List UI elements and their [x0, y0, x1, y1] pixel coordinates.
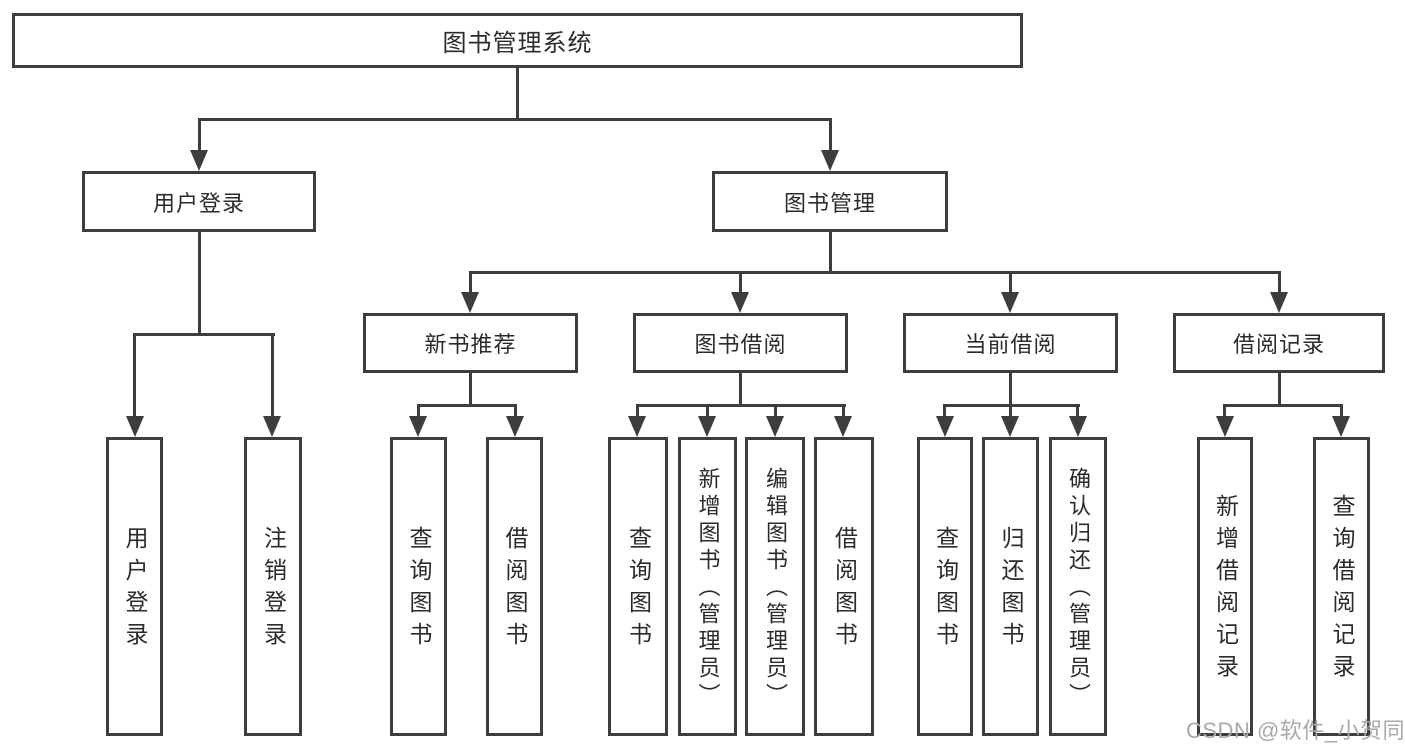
arrow-down-icon: [506, 416, 524, 437]
arrow-down-icon: [1069, 416, 1087, 437]
node-borrow-books-recommend: 借阅图书: [486, 437, 543, 736]
arrow-down-icon: [766, 416, 784, 437]
arrow-down-icon: [1001, 292, 1019, 313]
node-root: 图书管理系统: [12, 13, 1023, 68]
watermark-text: CSDN @软件_小贺同学: [1186, 718, 1405, 743]
connector-root-stem: [516, 68, 519, 120]
node-book-management: 图书管理: [712, 171, 948, 232]
node-user-login: 用户登录: [82, 171, 316, 232]
arrow-down-icon: [1270, 292, 1288, 313]
connector-arrow-stem: [514, 404, 517, 418]
arrow-down-icon: [834, 416, 852, 437]
node-logout-leaf: 注销登录: [244, 437, 302, 736]
connector-arrow-stem: [1223, 404, 1226, 418]
connector-arrow-stem: [739, 271, 742, 294]
arrow-down-icon: [628, 416, 646, 437]
connector-arrow-stem: [829, 118, 832, 152]
connector-arrow-stem: [271, 333, 274, 418]
node-current-borrow: 当前借阅: [903, 313, 1118, 373]
arrow-down-icon: [731, 292, 749, 313]
connector-records-branch: [1223, 404, 1343, 407]
node-borrow-books-leaf: 借阅图书: [814, 437, 874, 736]
arrow-down-icon: [821, 150, 839, 171]
connector-records-stem: [1278, 373, 1281, 406]
connector-arrow-stem: [469, 271, 472, 294]
connector-borrow-branch: [636, 404, 846, 407]
connector-recommend-stem: [469, 373, 472, 406]
connector-arrow-stem: [133, 333, 136, 418]
connector-arrow-stem: [842, 404, 845, 418]
connector-arrow-stem: [636, 404, 639, 418]
connector-arrow-stem: [1278, 271, 1281, 294]
arrow-down-icon: [190, 150, 208, 171]
arrow-down-icon: [936, 416, 954, 437]
connector-user-login-branch: [133, 333, 275, 336]
connector-arrow-stem: [198, 118, 201, 152]
connector-arrow-stem: [1009, 271, 1012, 294]
connector-book-mgmt-stem: [829, 231, 832, 273]
node-user-login-leaf: 用户登录: [106, 437, 163, 736]
arrow-down-icon: [698, 416, 716, 437]
arrow-down-icon: [126, 416, 144, 437]
arrow-down-icon: [263, 416, 281, 437]
connector-arrow-stem: [774, 404, 777, 418]
node-new-book-recommend: 新书推荐: [363, 313, 578, 373]
node-query-books-borrow: 查询图书: [608, 437, 668, 736]
node-return-books: 归还图书: [982, 437, 1039, 736]
arrow-down-icon: [1001, 416, 1019, 437]
node-edit-books-admin: 编辑图书（管理员）: [745, 437, 805, 736]
connector-user-login-stem: [198, 231, 201, 335]
node-confirm-return-admin: 确认归还（管理员）: [1049, 437, 1107, 736]
node-add-books-admin: 新增图书（管理员）: [678, 437, 737, 736]
connector-borrow-stem: [739, 373, 742, 406]
connector-arrow-stem: [1009, 404, 1012, 418]
arrow-down-icon: [409, 416, 427, 437]
node-add-borrow-record: 新增借阅记录: [1197, 437, 1253, 736]
connector-arrow-stem: [1076, 404, 1079, 418]
connector-level2-branch: [198, 118, 832, 121]
connector-current-stem: [1009, 373, 1012, 406]
node-query-books-recommend: 查询图书: [390, 437, 447, 736]
connector-arrow-stem: [417, 404, 420, 418]
node-borrow-records: 借阅记录: [1173, 313, 1385, 373]
connector-arrow-stem: [943, 404, 946, 418]
connector-level3-branch: [469, 271, 1281, 274]
arrow-down-icon: [461, 292, 479, 313]
arrow-down-icon: [1332, 416, 1350, 437]
node-query-borrow-record: 查询借阅记录: [1313, 437, 1370, 736]
node-book-borrow: 图书借阅: [633, 313, 848, 373]
arrow-down-icon: [1216, 416, 1234, 437]
node-query-books-current: 查询图书: [917, 437, 973, 736]
connector-recommend-branch: [417, 404, 517, 407]
connector-arrow-stem: [1340, 404, 1343, 418]
connector-arrow-stem: [706, 404, 709, 418]
